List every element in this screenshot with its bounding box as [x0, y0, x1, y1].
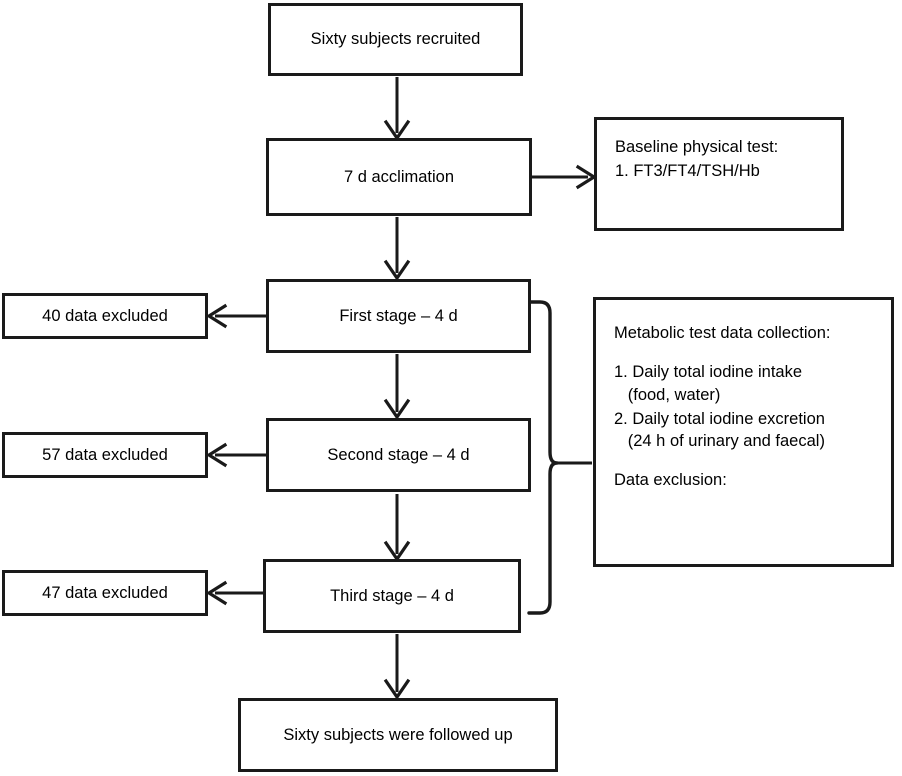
node-sixty-subjects-recruited: Sixty subjects recruited [268, 3, 523, 76]
node-acclimation: 7 d acclimation [266, 138, 532, 216]
node-label: First stage – 4 d [339, 306, 458, 325]
node-first-stage: First stage – 4 d [266, 279, 531, 353]
metabolic-item-2-line-2: (24 h of urinary and faecal) [614, 432, 825, 451]
node-label: Sixty subjects recruited [310, 30, 481, 49]
arrowhead-first-stage [383, 259, 411, 281]
node-label: 47 data excluded [42, 583, 168, 602]
baseline-heading: Baseline physical test: [615, 138, 779, 156]
metabolic-footer: Data exclusion: [614, 471, 727, 490]
arrowhead-excluded-first [205, 303, 228, 329]
node-excluded-first-stage: 40 data excluded [2, 293, 208, 339]
node-excluded-second-stage: 57 data excluded [2, 432, 208, 478]
metabolic-item-2-line-1: 2. Daily total iodine excretion [614, 409, 825, 428]
arrowhead-excluded-third [205, 580, 228, 606]
node-third-stage: Third stage – 4 d [263, 559, 521, 633]
arrowhead-excluded-second [205, 442, 228, 468]
arrowhead-followed-up [383, 678, 411, 700]
baseline-item-1: 1. FT3/FT4/TSH/Hb [615, 162, 760, 181]
arrowhead-baseline [575, 164, 598, 190]
node-label-group: Baseline physical test: 1. FT3/FT4/TSH/H… [615, 136, 778, 183]
arrowhead-acclimation [383, 119, 411, 141]
node-label: 7 d acclimation [343, 167, 455, 186]
metabolic-item-1-line-2: (food, water) [614, 385, 721, 404]
node-followed-up: Sixty subjects were followed up [238, 698, 558, 772]
arrowhead-third-stage [383, 540, 411, 562]
metabolic-heading: Metabolic test data collection: [614, 324, 831, 342]
node-baseline-physical-test: Baseline physical test: 1. FT3/FT4/TSH/H… [594, 117, 844, 231]
arrowhead-second-stage [383, 398, 411, 420]
metabolic-item-1-line-1: 1. Daily total iodine intake [614, 363, 803, 382]
node-label-group: Metabolic test data collection: 1. Daily… [614, 322, 830, 492]
node-excluded-third-stage: 47 data excluded [2, 570, 208, 616]
brace-stages-group [527, 300, 559, 615]
node-label: Third stage – 4 d [330, 586, 454, 605]
node-label: 57 data excluded [42, 445, 168, 464]
node-label: Second stage – 4 d [327, 445, 470, 464]
node-label: 40 data excluded [42, 306, 168, 325]
node-second-stage: Second stage – 4 d [266, 418, 531, 492]
node-metabolic-test-data-collection: Metabolic test data collection: 1. Daily… [593, 297, 894, 567]
node-label: Sixty subjects were followed up [283, 725, 513, 744]
